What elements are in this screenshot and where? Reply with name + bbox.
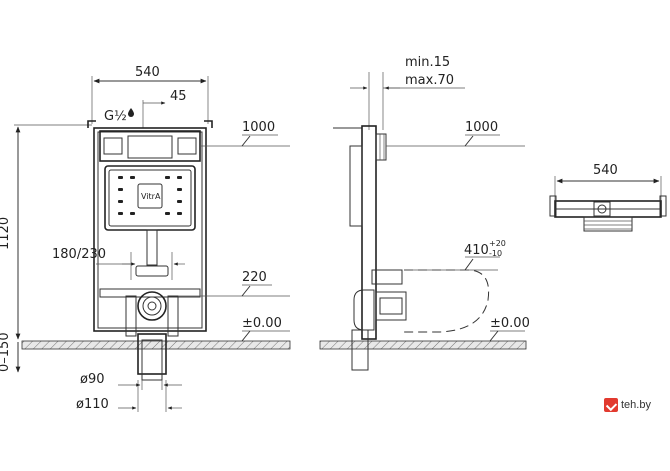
tolerance-plus: +20 — [489, 239, 506, 248]
frame-outline — [93, 127, 207, 332]
checkmark-icon — [604, 398, 618, 412]
front-view: 540 G½ 45 1120 0–150 — [0, 65, 291, 412]
side-floor — [319, 340, 527, 350]
top-view: 540 — [549, 163, 667, 232]
top-cistern — [583, 216, 633, 232]
plate-brand: VitrA — [141, 192, 161, 201]
height-label: 1120 — [0, 217, 12, 250]
downpipe — [137, 333, 167, 375]
drain-height-label: 220 — [242, 270, 267, 285]
diameter-110-label: ø110 — [76, 397, 109, 412]
max-label: max.70 — [405, 73, 454, 88]
bowl-height-label: 410 — [464, 243, 489, 258]
side-cistern-level-label: 1000 — [465, 120, 498, 135]
top-width-label: 540 — [593, 163, 618, 178]
side-frame — [361, 125, 377, 340]
flush-plate-buttons — [118, 176, 182, 215]
water-drop-icon — [128, 108, 134, 117]
watermark: teh.by — [604, 397, 651, 413]
inlet-label: G½ — [104, 109, 127, 124]
adjust-range-label: 0–150 — [0, 332, 12, 372]
width-label: 540 — [135, 65, 160, 80]
pipe-range-label: 180/230 — [52, 247, 106, 262]
diameter-90-label: ø90 — [80, 372, 105, 387]
front-cistern-level-label: 1000 — [242, 120, 275, 135]
front-floor — [21, 340, 291, 350]
inlet-offset-label: 45 — [170, 89, 187, 104]
toilet-bowl-outline — [400, 269, 490, 333]
min-label: min.15 — [405, 55, 450, 70]
drain-outer-circle — [137, 291, 167, 321]
side-view: min.15 max.70 1000 410 +20 -10 — [319, 55, 530, 371]
tolerance-minus: -10 — [489, 249, 502, 258]
side-floor-level-label: ±0.00 — [490, 316, 530, 331]
front-floor-level-label: ±0.00 — [242, 316, 282, 331]
watermark-text: teh.by — [621, 399, 651, 411]
